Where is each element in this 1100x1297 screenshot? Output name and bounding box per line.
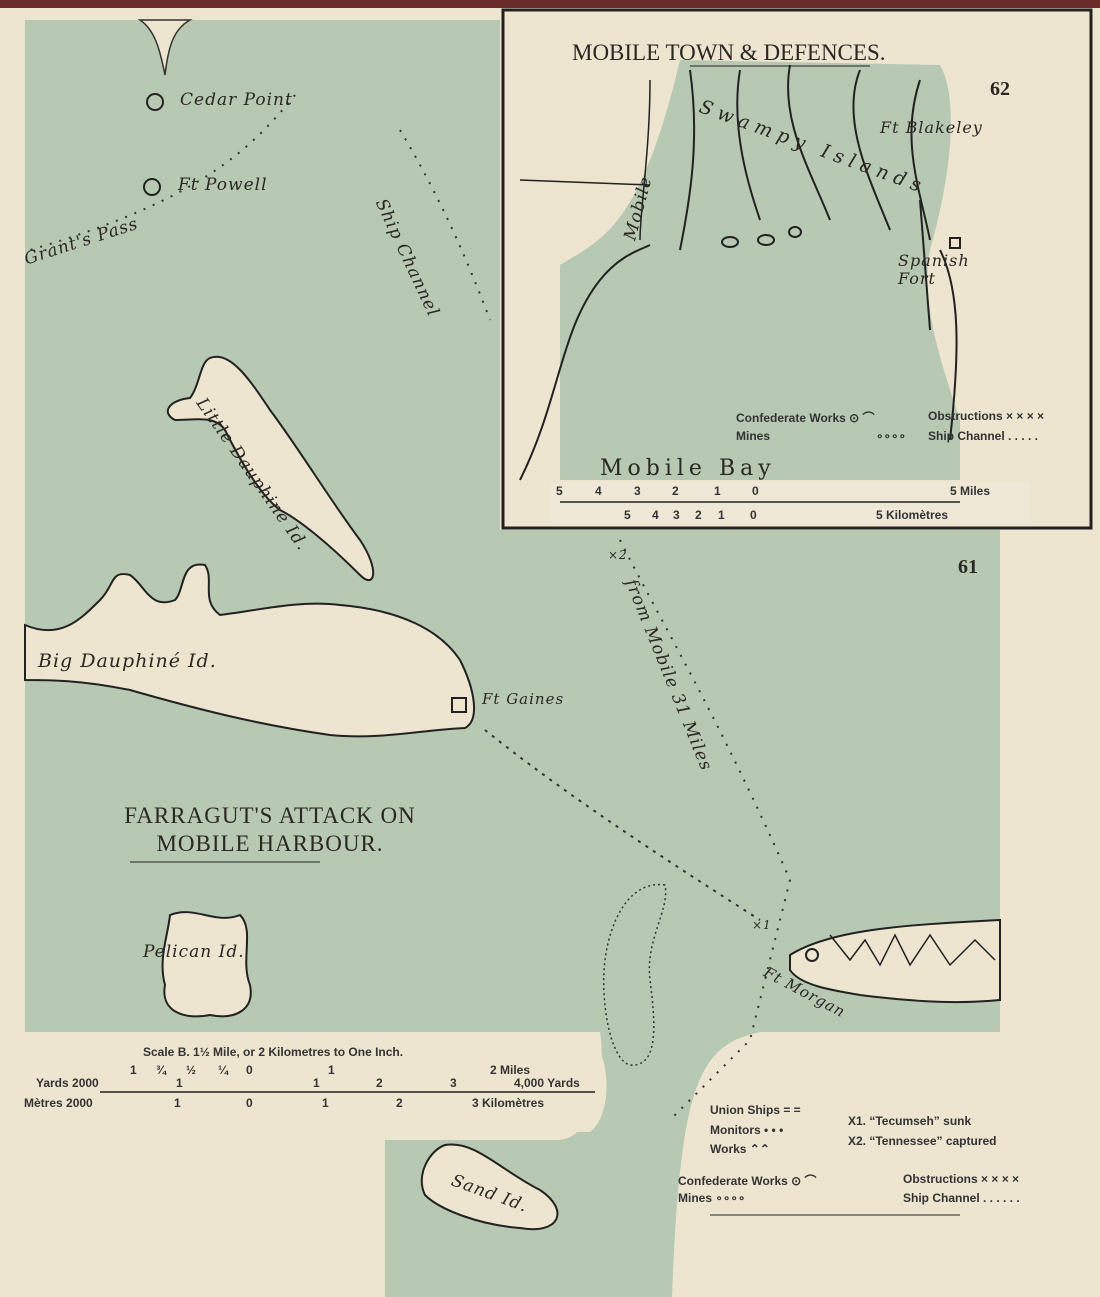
inset-scale-tick: 5 [624, 508, 631, 522]
scale-tick: 1 [130, 1063, 137, 1077]
scale-yards-label: Yards 2000 [36, 1076, 99, 1090]
map-title-line1: FARRAGUT'S ATTACK ON [124, 803, 416, 828]
legend-works: Works ⌃⌃ [710, 1142, 770, 1156]
inset-scale-tick: 3 [673, 508, 680, 522]
label-x2: ×2 [608, 548, 628, 562]
scale-tick: 3 Kilomètres [472, 1096, 545, 1110]
scale-tick: 3 [450, 1076, 457, 1090]
shoal-outline [602, 883, 667, 1066]
scale-tick: 2 [396, 1096, 403, 1110]
inset-scale-tick: 4 [652, 508, 659, 522]
big-dauphine-island [24, 563, 476, 738]
inset-scale-tick: 3 [634, 484, 641, 498]
legend-confederate-works: Confederate Works ⊙ ⌒ [678, 1174, 817, 1188]
little-dauphine-island [166, 355, 375, 582]
label-pelican: Pelican Id. [143, 942, 245, 962]
ft-morgan-icon [805, 948, 819, 962]
inset-scale-tick: 1 [714, 484, 721, 498]
inset-legend-confederate-works: Confederate Works ⊙ ⌒ [736, 411, 875, 425]
scale-tick: 0 [246, 1096, 253, 1110]
obstructions-line [484, 729, 761, 921]
scale-tick: 1 [322, 1096, 329, 1110]
binding-edge [0, 0, 1100, 8]
map-title-line2: MOBILE HARBOUR. [156, 831, 384, 856]
legend-mines: Mines ∘∘∘∘ [678, 1191, 746, 1205]
scale-tick: 2 [376, 1076, 383, 1090]
legend-ship-channel: Ship Channel . . . . . . [903, 1191, 1020, 1205]
legend-x2: X2. “Tennessee” captured [848, 1134, 997, 1148]
label-ft-blakeley: Ft Blakeley [880, 118, 983, 137]
inset-scale-tick: 4 [595, 484, 602, 498]
inset-scale-tick: 2 [695, 508, 702, 522]
label-mobile-bay: Mobile Bay [600, 456, 776, 481]
inset-legend-mines: Mines [736, 429, 771, 443]
mobile-point [789, 918, 1001, 1004]
inset-scale-tick: 0 [752, 484, 759, 498]
pelican-island [161, 911, 252, 1018]
inset-legend-mines-symbol: ∘∘∘∘ [876, 429, 907, 443]
legend-x1: X1. “Tecumseh” sunk [848, 1114, 972, 1128]
inset-legend-ship-channel: Ship Channel . . . . . [928, 429, 1039, 443]
scale-tick: ¾ [156, 1063, 167, 1077]
label-x1: ×1 [752, 918, 772, 932]
inset-legend-obstructions: Obstructions × × × × [928, 409, 1045, 423]
legend-obstructions: Obstructions × × × × [903, 1172, 1020, 1186]
inset-scale-tick: 5 Kilomètres [876, 508, 949, 522]
scale-tick: 1 [176, 1076, 183, 1090]
scale-tick: 1 [328, 1063, 335, 1077]
scale-tick: 1 [313, 1076, 320, 1090]
label-ft-gaines: Ft Gaines [482, 690, 565, 708]
label-ft-powell: Ft Powell [178, 175, 268, 195]
scale-tick: 0 [246, 1063, 253, 1077]
inset-scale-tick: 5 Miles [950, 484, 991, 498]
scale-tick: 1 [174, 1096, 181, 1110]
sand-island [420, 1143, 559, 1231]
page-number-62: 62 [990, 78, 1010, 100]
label-spanish-fort: Spanish Fort [898, 251, 970, 288]
ft-gaines-icon [451, 697, 467, 713]
ft-powell-icon [143, 178, 161, 196]
inset-title: MOBILE TOWN & DEFENCES. [572, 40, 886, 65]
inset-scale-tick: 1 [718, 508, 725, 522]
scale-tick: 2 Miles [490, 1063, 531, 1077]
inset-water [560, 60, 960, 480]
inset-scale-tick: 5 [556, 484, 563, 498]
scale-tick: 4,000 Yards [514, 1076, 580, 1090]
ship-channel-line [399, 129, 491, 321]
legend-union-ships: Union Ships = = [710, 1103, 801, 1117]
inset-scale-tick: 0 [750, 508, 757, 522]
cedar-point-icon [146, 93, 164, 111]
scale-metres-label: Mètres 2000 [24, 1096, 93, 1110]
page-number-61: 61 [958, 556, 978, 578]
cedar-point-land [137, 19, 193, 76]
spanish-fort-icon [949, 237, 961, 249]
main-water [25, 20, 1000, 1297]
inset-scale-tick: 2 [672, 484, 679, 498]
scale-tick: ¼ [218, 1063, 229, 1077]
map-title: FARRAGUT'S ATTACK ON MOBILE HARBOUR. [80, 802, 460, 858]
label-big-dauphine: Big Dauphiné Id. [38, 650, 217, 672]
scale-tick: ½ [186, 1063, 197, 1077]
label-cedar-point: Cedar Point [180, 90, 293, 110]
scale-box [25, 1032, 607, 1132]
scale-caption: Scale B. 1½ Mile, or 2 Kilometres to One… [143, 1045, 404, 1059]
legend-monitors: Monitors • • • [710, 1123, 784, 1137]
